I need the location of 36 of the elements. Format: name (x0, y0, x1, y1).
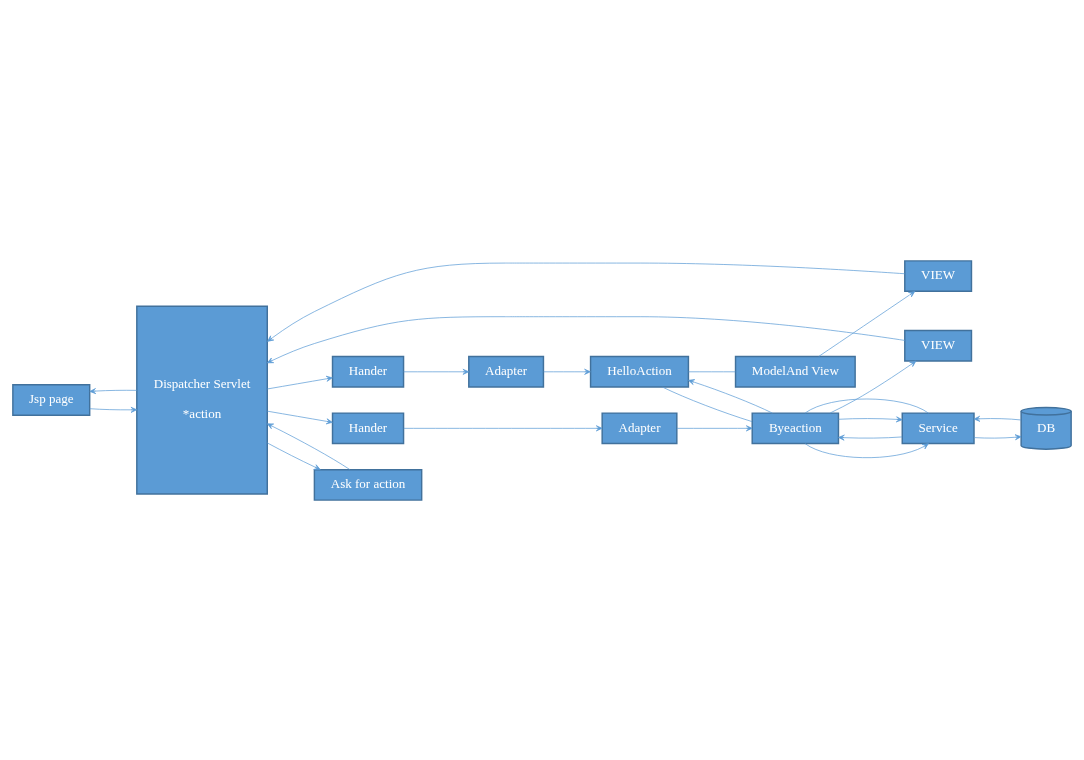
node-box: Dispatcher Servlet *action (136, 304, 268, 495)
arrow (676, 424, 753, 431)
node-box: Adapter (468, 355, 545, 388)
arrow (266, 442, 321, 470)
arrow (543, 368, 591, 375)
node-box: VIEW (904, 329, 973, 362)
arrow (838, 434, 903, 441)
arrow (818, 290, 916, 357)
arrow (973, 415, 1022, 422)
arrow (267, 262, 906, 342)
node-box: Hander (331, 355, 405, 388)
node-box: Service (901, 411, 975, 444)
node-box: Byeaction (751, 411, 840, 444)
node-box: Jsp page (12, 383, 91, 416)
arrow (838, 415, 903, 422)
arrow (403, 368, 470, 375)
connector (804, 398, 929, 413)
node-box: Ask for action (313, 468, 423, 501)
arrow (973, 433, 1022, 440)
arrow (89, 406, 138, 413)
node-box: ModelAnd View (734, 355, 856, 388)
arrow (403, 424, 603, 431)
node-box: Hander (331, 411, 405, 444)
arrow (688, 378, 773, 413)
arrow (267, 315, 906, 363)
arrow (266, 422, 350, 470)
arrow (804, 442, 929, 458)
connector (662, 386, 753, 422)
arrow (89, 387, 138, 394)
node-box: HelloAction (589, 355, 690, 388)
connector (688, 370, 736, 372)
node-box: VIEW (904, 259, 973, 292)
arrow (266, 410, 333, 424)
node-box: Adapter (601, 411, 678, 444)
arrow (829, 360, 917, 413)
arrow (266, 375, 333, 389)
